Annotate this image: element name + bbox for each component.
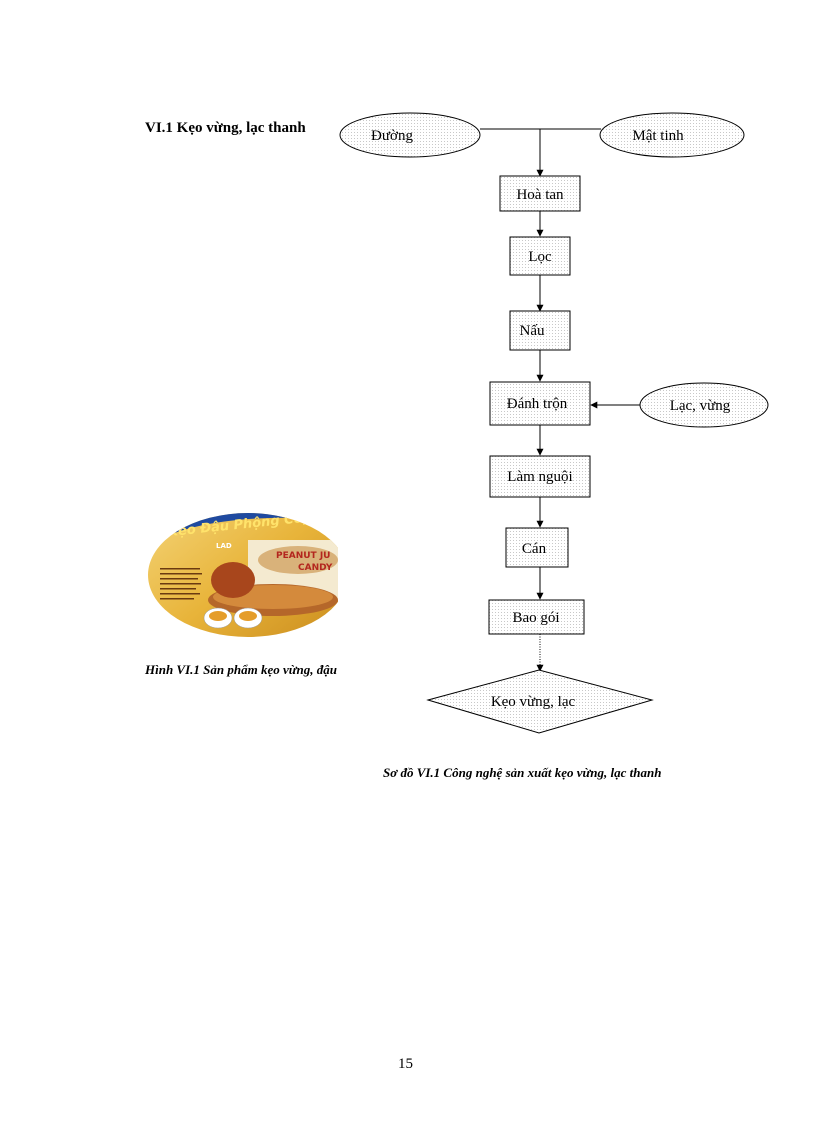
step-pack-label: Bao gói bbox=[512, 610, 559, 626]
step-roll-label: Cán bbox=[522, 541, 547, 557]
input-sugar: Đường bbox=[339, 112, 481, 158]
output-product: Kẹo vừng, lạc bbox=[426, 669, 654, 734]
step-pack: Bao gói bbox=[488, 599, 585, 635]
product-logo-text: LAD bbox=[216, 542, 232, 550]
flow-connectors bbox=[480, 128, 640, 672]
process-flowchart: Đường Mật tinh Lạc, vừng Hoà tan Lọc Nấu… bbox=[339, 112, 769, 734]
figure-caption: Hình VI.1 Sản phẩm kẹo vừng, đậu bbox=[145, 662, 338, 677]
input-molasses: Mật tinh bbox=[599, 112, 745, 158]
output-product-label: Kẹo vừng, lạc bbox=[491, 694, 576, 710]
step-dissolve: Hoà tan bbox=[499, 175, 581, 212]
step-cool: Làm nguội bbox=[489, 455, 591, 498]
step-mix-label: Đánh trộn bbox=[507, 396, 568, 412]
section-heading: VI.1 Kẹo vừng, lạc thanh bbox=[145, 120, 306, 136]
input-molasses-label: Mật tinh bbox=[632, 128, 684, 144]
diagram-caption: Sơ đồ VI.1 Công nghệ sản xuất kẹo vừng, … bbox=[383, 765, 662, 780]
step-mix: Đánh trộn bbox=[489, 381, 591, 426]
step-filter-label: Lọc bbox=[528, 249, 552, 265]
step-roll: Cán bbox=[505, 527, 569, 568]
input-nuts: Lạc, vừng bbox=[639, 382, 769, 428]
step-cook: Nấu bbox=[509, 310, 571, 351]
page-number: 15 bbox=[398, 1056, 413, 1072]
product-label-text-1: PEANUT JU bbox=[276, 551, 330, 561]
input-nuts-label: Lạc, vừng bbox=[670, 398, 731, 414]
step-cool-label: Làm nguội bbox=[507, 469, 572, 485]
step-cook-label: Nấu bbox=[520, 323, 545, 339]
step-dissolve-label: Hoà tan bbox=[516, 187, 564, 203]
product-image: Kẹo Đậu Phộng Cốp LAD PEANUT JU CANDY bbox=[148, 500, 340, 650]
input-sugar-label: Đường bbox=[371, 128, 413, 144]
product-label-text-2: CANDY bbox=[298, 563, 333, 573]
step-filter: Lọc bbox=[509, 236, 571, 276]
